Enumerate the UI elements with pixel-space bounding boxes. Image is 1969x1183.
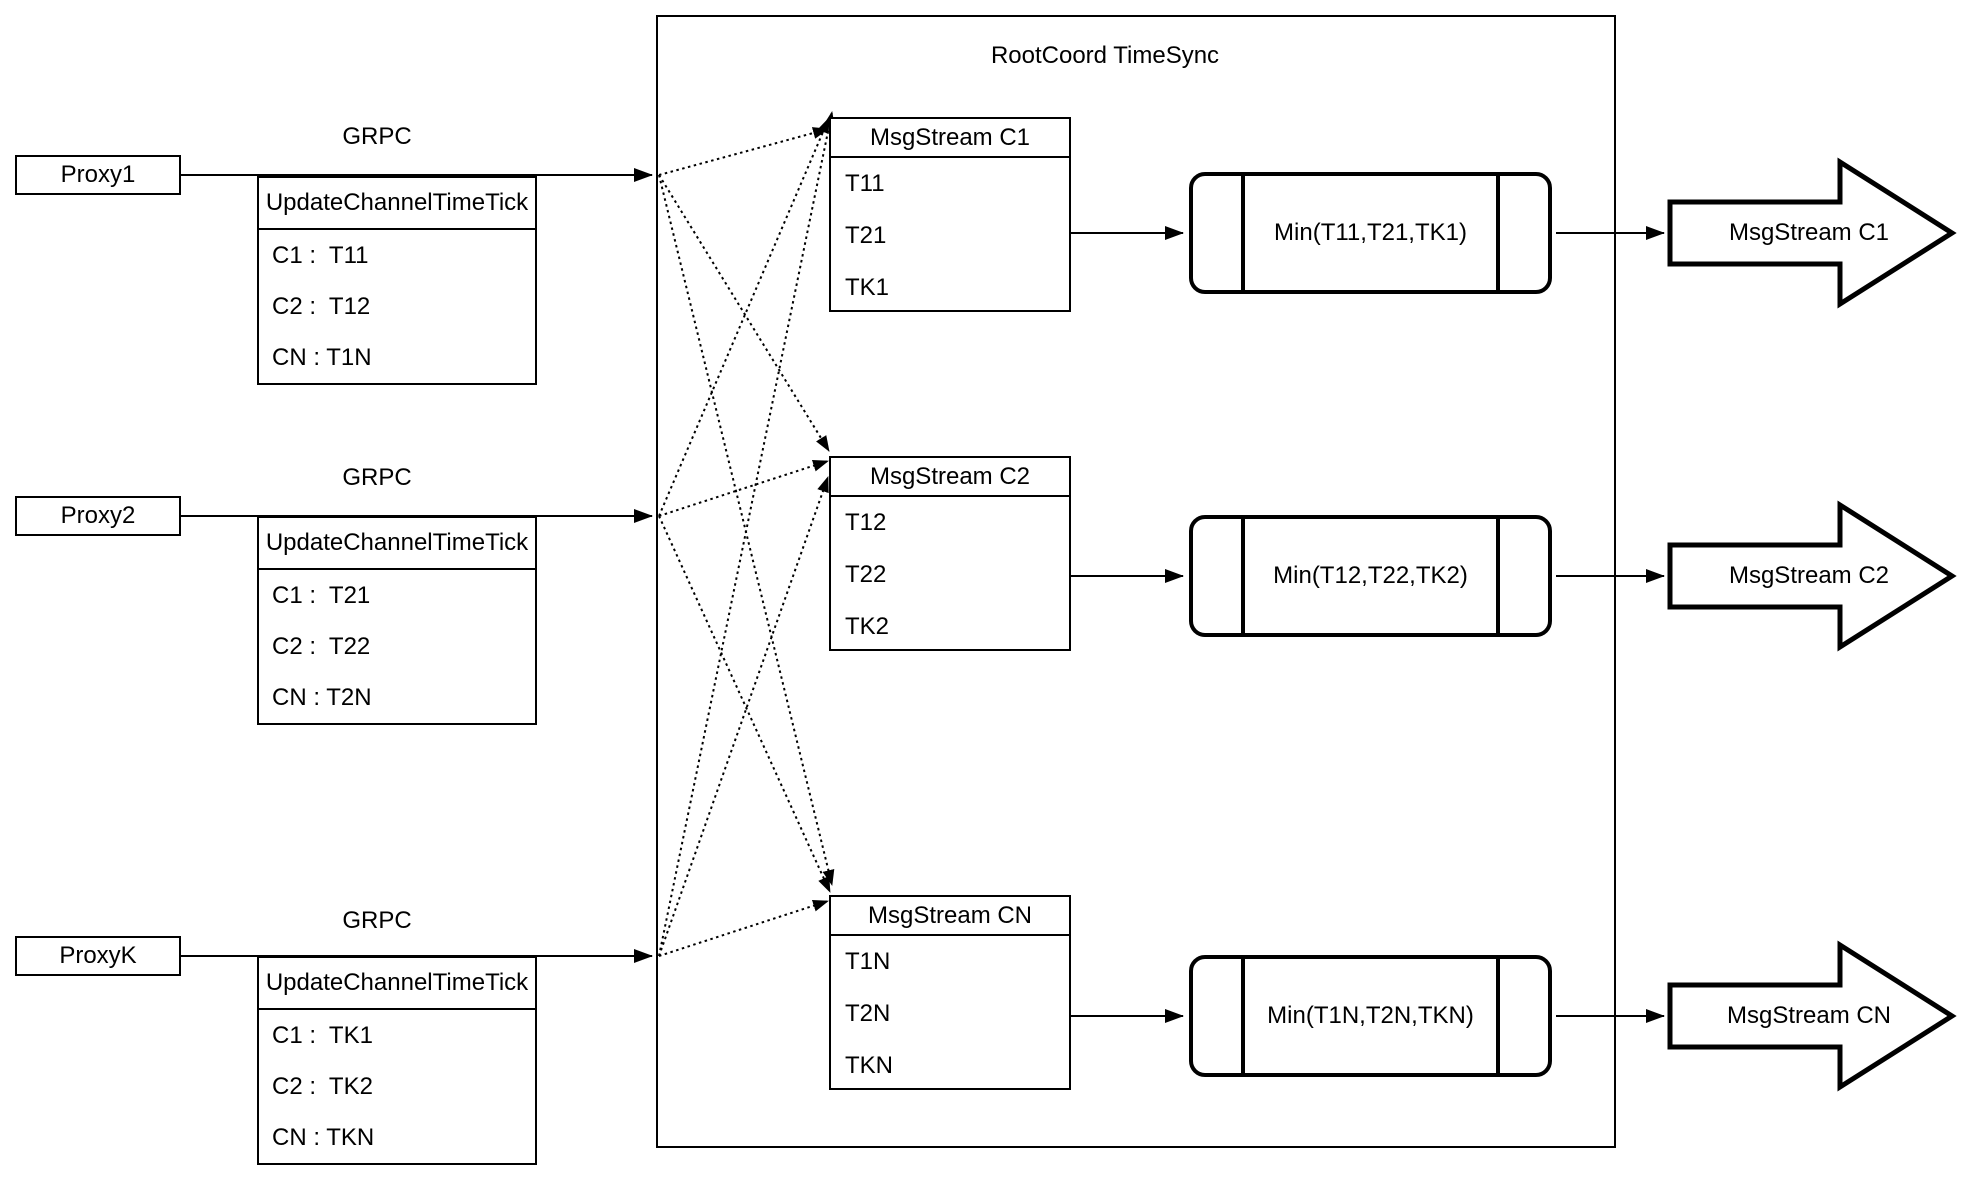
dotted-arrow-p1-c1	[658, 127, 829, 176]
table-cell: C1 : TK1	[272, 1021, 373, 1049]
min-operator-cn: Min(T1N,T2N,TKN)	[1189, 955, 1552, 1077]
table-header: UpdateChannelTimeTick	[259, 518, 535, 570]
msgstream-c2-table: MsgStream C2 T12 T22 TK2	[829, 456, 1071, 651]
output-stream-label-cn: MsgStream CN	[1726, 1001, 1892, 1029]
capsule-divider	[1496, 176, 1500, 290]
proxy1-box: Proxy1	[15, 155, 181, 195]
table-cell: C2 : T22	[272, 632, 371, 660]
proxy2-box: Proxy2	[15, 496, 181, 536]
msgstream-header: MsgStream C1	[831, 119, 1069, 158]
table-header: UpdateChannelTimeTick	[259, 958, 535, 1010]
table-cell: CN : T2N	[272, 683, 372, 711]
table-cell: C2 : T12	[272, 292, 371, 320]
capsule-divider	[1241, 959, 1245, 1073]
table-cell: CN : TKN	[272, 1123, 375, 1151]
table-cell: C2 : TK2	[272, 1072, 373, 1100]
msgstream-cell: T21	[845, 222, 887, 249]
capsule-divider	[1496, 959, 1500, 1073]
output-stream-label-c1: MsgStream C1	[1728, 218, 1890, 246]
capsule-divider	[1241, 519, 1245, 633]
msgstream-header: MsgStream C2	[831, 458, 1069, 497]
table-cell: CN : T1N	[272, 343, 372, 371]
grpc-label-row2: GRPC	[342, 463, 412, 491]
dotted-arrow-p1-cn	[658, 174, 835, 886]
rootcoord-timesync-container	[656, 15, 1616, 1148]
rootcoord-timesync-title: RootCoord TimeSync	[990, 41, 1220, 69]
min-label: Min(T12,T22,TK2)	[1273, 562, 1468, 589]
min-operator-c1: Min(T11,T21,TK1)	[1189, 172, 1552, 294]
capsule-divider	[1241, 176, 1245, 290]
dotted-arrow-p1-c2	[658, 174, 830, 452]
capsule-divider	[1496, 519, 1500, 633]
msgstream-cell: TKN	[845, 1052, 893, 1079]
msgstream-cell: TK1	[845, 274, 890, 301]
msgstream-cell: T22	[845, 561, 887, 588]
update-channel-timetick-table-proxyk: UpdateChannelTimeTick C1 : TK1 C2 : TK2 …	[257, 956, 537, 1165]
table-header: UpdateChannelTimeTick	[259, 178, 535, 230]
dotted-arrow-p2-c1	[658, 117, 830, 517]
msgstream-c1-table: MsgStream C1 T11 T21 TK1	[829, 117, 1071, 312]
dotted-arrow-p2-cn	[658, 515, 831, 893]
msgstream-cn-table: MsgStream CN T1N T2N TKN	[829, 895, 1071, 1090]
dotted-dispatch-arrows	[658, 111, 835, 957]
msgstream-cell: T11	[845, 170, 885, 197]
output-block-arrow-c1	[1667, 157, 1957, 309]
min-label: Min(T11,T21,TK1)	[1274, 219, 1467, 246]
output-block-arrow-c2	[1667, 500, 1957, 652]
output-block-arrow-cn	[1667, 940, 1957, 1092]
proxyk-label: ProxyK	[59, 942, 137, 969]
table-cell: C1 : T21	[272, 581, 371, 609]
proxyk-box: ProxyK	[15, 936, 181, 976]
table-cell: C1 : T11	[272, 241, 369, 269]
msgstream-header: MsgStream CN	[831, 897, 1069, 936]
proxy2-label: Proxy2	[60, 502, 136, 529]
dotted-arrow-pk-c2	[658, 476, 829, 957]
min-operator-c2: Min(T12,T22,TK2)	[1189, 515, 1552, 637]
update-channel-timetick-table-proxy1: UpdateChannelTimeTick C1 : T11 C2 : T12 …	[257, 176, 537, 385]
grpc-label-row3: GRPC	[342, 906, 412, 934]
output-stream-label-c2: MsgStream C2	[1728, 561, 1890, 589]
min-label: Min(T1N,T2N,TKN)	[1267, 1002, 1474, 1029]
msgstream-cell: T12	[845, 509, 887, 536]
update-channel-timetick-table-proxy2: UpdateChannelTimeTick C1 : T21 C2 : T22 …	[257, 516, 537, 725]
msgstream-cell: T2N	[845, 1000, 891, 1027]
proxy1-label: Proxy1	[60, 161, 136, 188]
grpc-label-row1: GRPC	[342, 122, 412, 150]
msgstream-cell: TK2	[845, 613, 890, 640]
msgstream-cell: T1N	[845, 948, 891, 975]
